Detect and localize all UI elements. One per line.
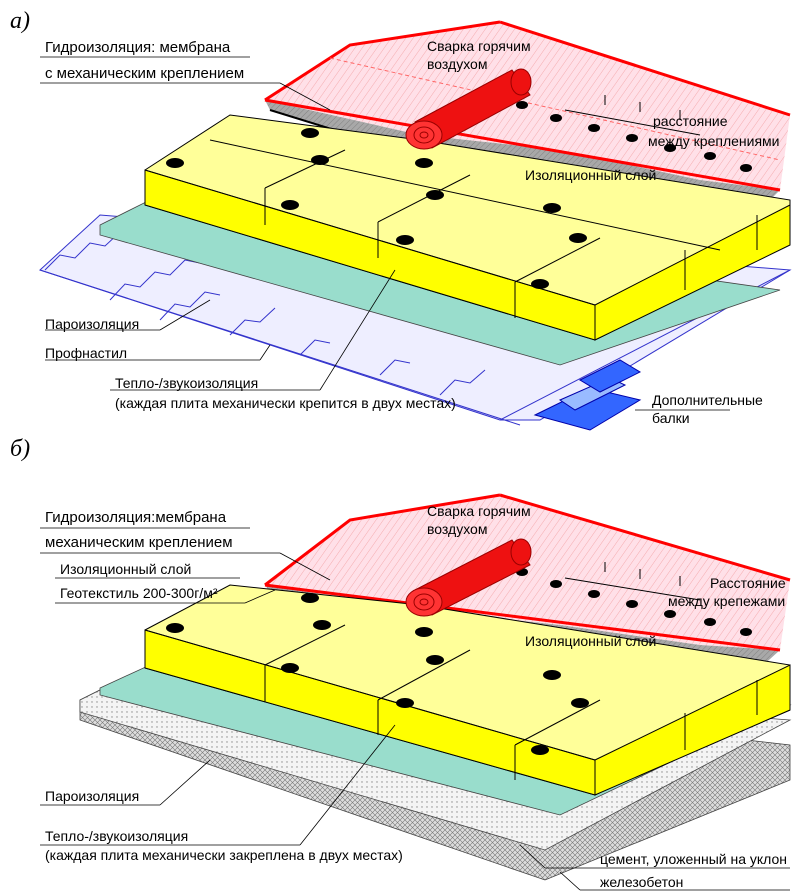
welding-label-a-2: воздухом: [427, 56, 488, 72]
welding-label-a-1: Сварка горячим: [427, 38, 531, 54]
panel-a: [39, 20, 792, 431]
membrane-roll-a: [405, 68, 532, 150]
panel-b-marker: б): [10, 436, 31, 462]
distance-label-b-1: Расстояние: [710, 575, 786, 591]
insulation-layer-label-b-1: Изоляционный слой: [60, 561, 192, 577]
insulation-layer-label-b-2: Изоляционный слой: [525, 633, 657, 649]
geotextile-label: Геотекстиль 200-300г/м²: [60, 585, 218, 601]
thermal-note-b: (каждая плита механически закреплена в д…: [45, 847, 403, 863]
thermal-insulation-label-a: Тепло-/звукоизоляция: [115, 375, 259, 391]
panel-a-marker: а): [10, 8, 30, 34]
beam-a: [533, 359, 642, 431]
insulation-layer-label-a: Изоляционный слой: [525, 167, 657, 183]
thermal-insulation-label-b: Тепло-/звукоизоляция: [45, 828, 189, 844]
membrane-label-b-2: механическим креплением: [45, 534, 233, 551]
fasteners-b: [166, 568, 752, 755]
fasteners-a: [166, 101, 752, 289]
vapor-barrier-label-b: Пароизоляция: [45, 788, 140, 804]
membrane-label-b-1: Гидроизоляция:мембрана: [45, 509, 227, 526]
thermal-note-a: (каждая плита механически крепится в дву…: [115, 395, 456, 411]
membrane-roll-b: [405, 538, 532, 617]
concrete-label: железобетон: [600, 874, 684, 890]
insulation-boards-b: [144, 584, 791, 796]
welding-label-b-2: воздухом: [427, 521, 488, 537]
membrane-label-a-2: с механическим креплением: [45, 65, 245, 82]
welding-label-b-1: Сварка горячим: [427, 503, 531, 519]
beams-label-1: Дополнитель­ные: [652, 392, 763, 408]
panel-b: [40, 493, 792, 891]
cement-label: цемент, уложенный на уклон: [600, 851, 787, 867]
distance-label-b-2: между крепежами: [668, 593, 786, 609]
insulation-boards-a: [144, 114, 791, 341]
membrane-label-a-1: Гидроизоляция: мембрана: [45, 39, 231, 56]
beams-label-2: балки: [652, 410, 690, 426]
vapor-barrier-label-a: Пароизоляция: [45, 316, 140, 332]
profiled-sheet-label: Профнастил: [45, 345, 128, 361]
distance-label-a-1: расстояние: [653, 113, 728, 129]
distance-label-a-2: между креплениями: [648, 133, 780, 149]
